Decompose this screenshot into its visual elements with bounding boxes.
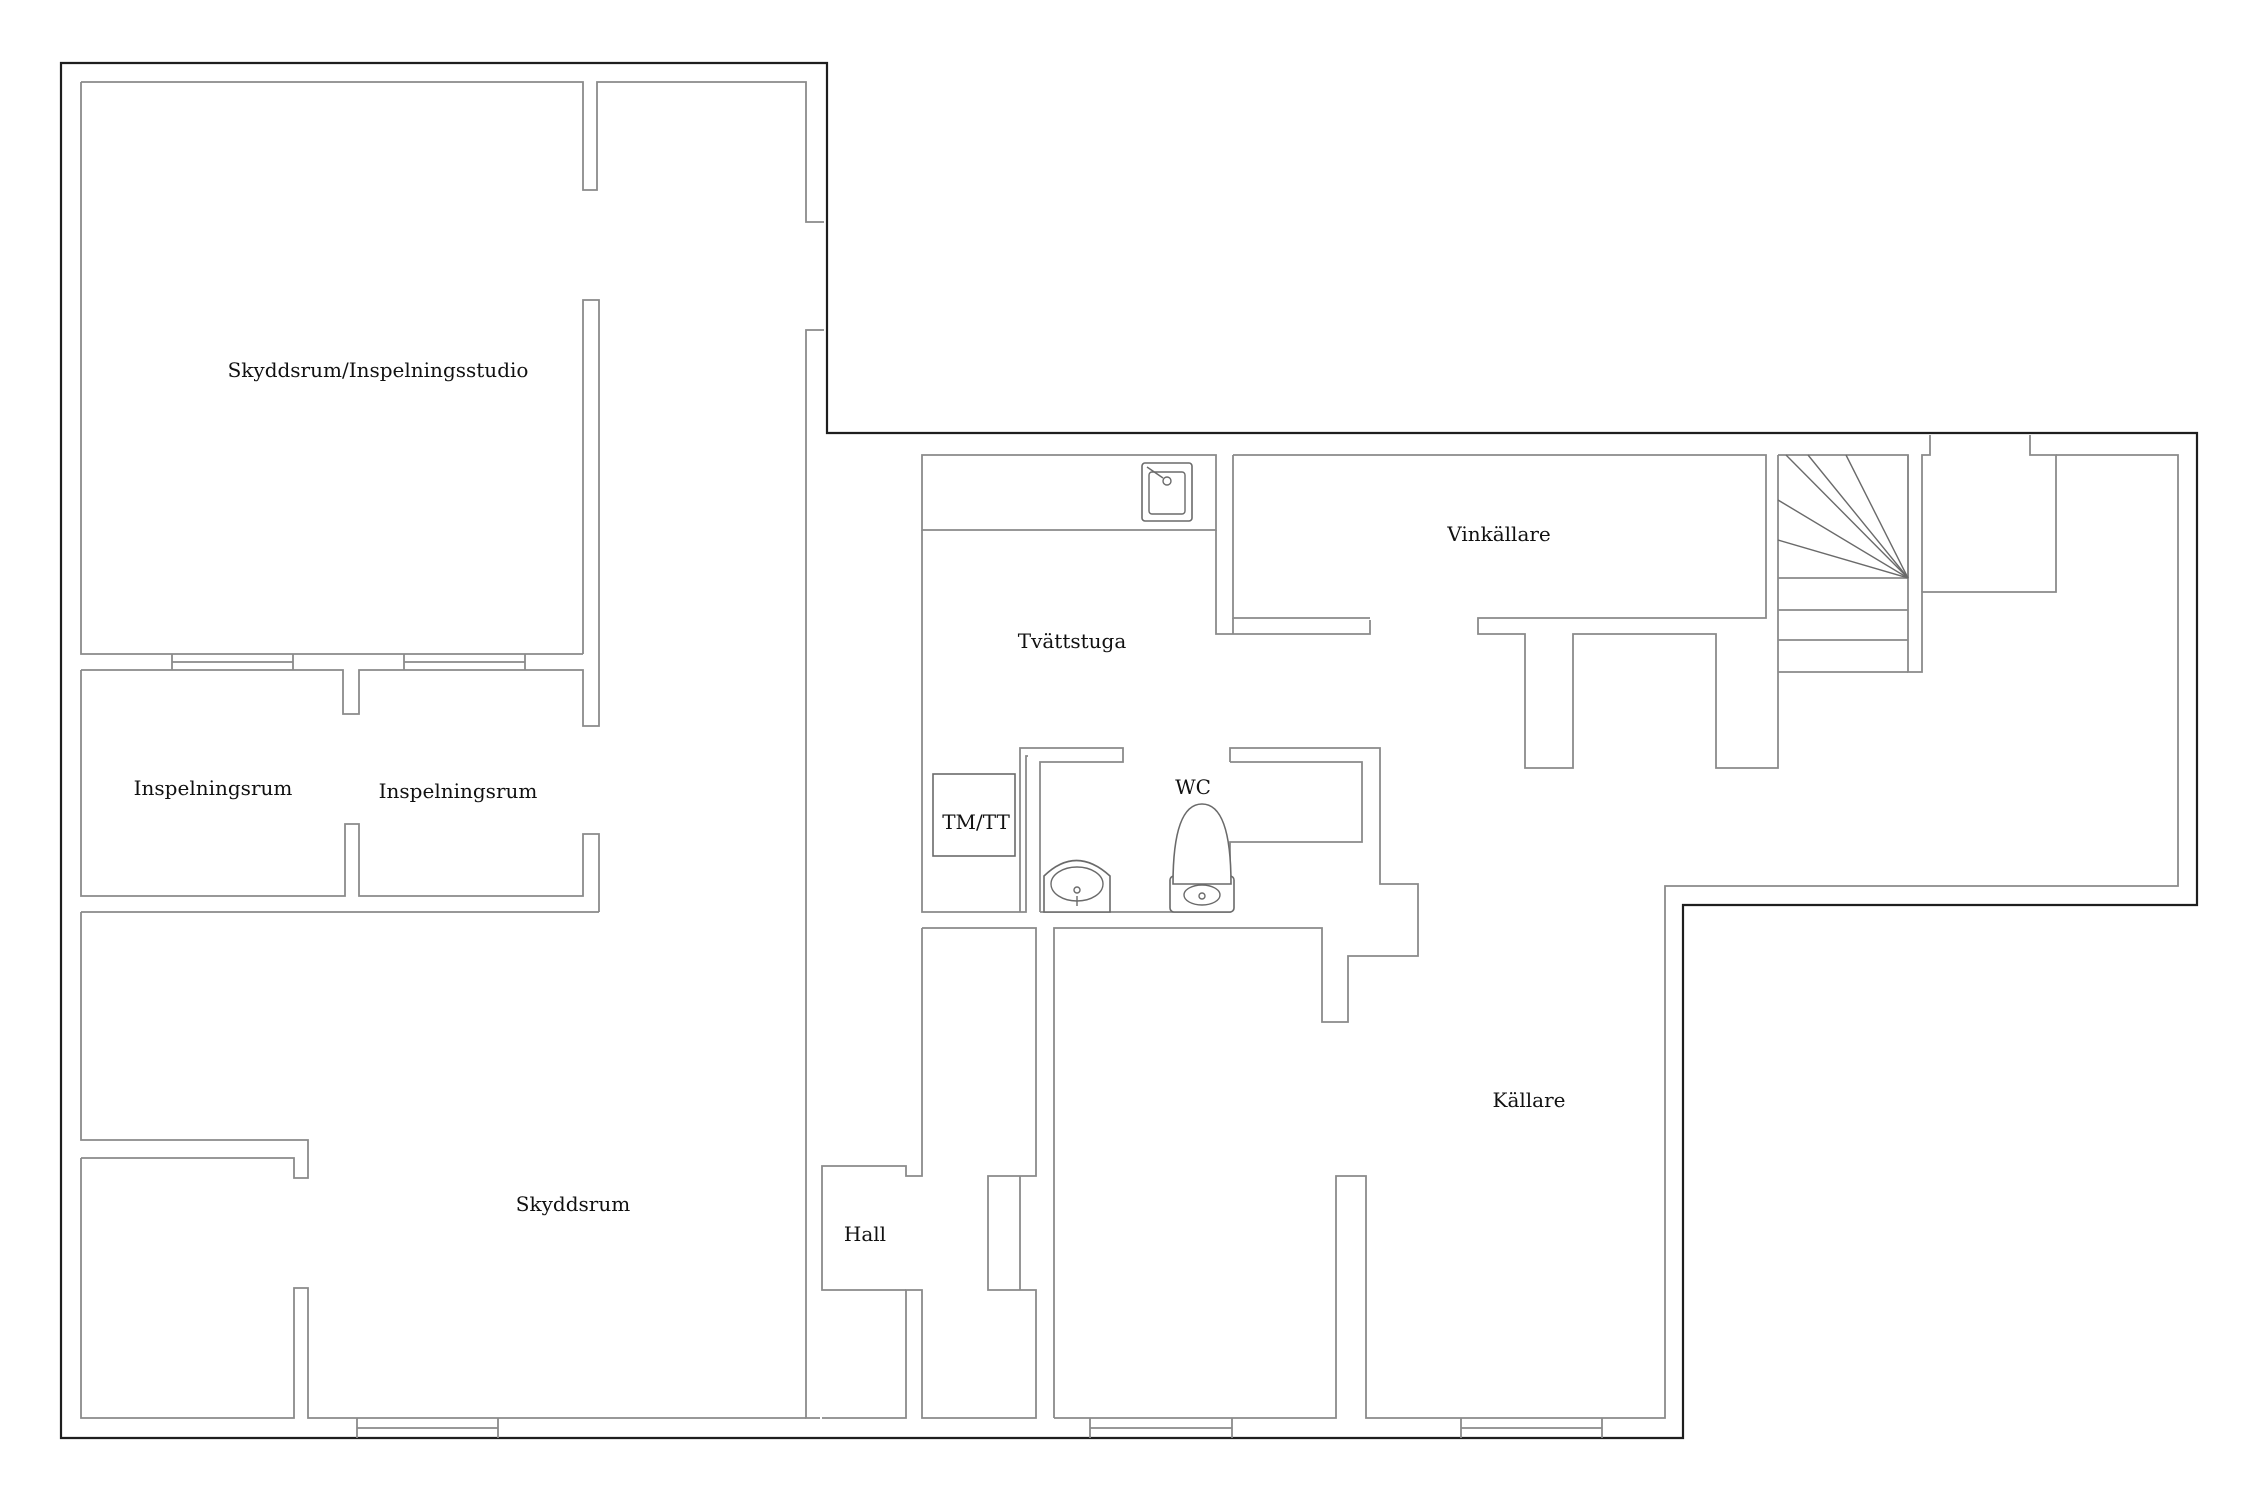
room-label-wc: WC [1175,775,1211,799]
room-label-laundry: Tvättstuga [1017,629,1127,653]
room-label-hall: Hall [843,1222,887,1246]
room-label-tmtt: TM/TT [942,810,1010,834]
room-label-recording-2: Inspelningsrum [378,779,538,803]
room-label-shelter: Skyddsrum [515,1192,631,1216]
right-wing-walls [821,435,2179,1438]
room-label-wine-cellar: Vinkällare [1447,522,1551,546]
sink-icon [1141,462,1193,522]
staircase-icon [1777,454,1909,579]
left-wing-walls [80,81,824,1438]
toilet-icon [1169,803,1235,913]
washer-dryer-box [932,773,1016,857]
washbasin-icon [1043,859,1111,913]
room-label-cellar: Källare [1492,1088,1566,1112]
room-label-studio: Skyddsrum/Inspelningsstudio [227,358,529,382]
room-label-recording-1: Inspelningsrum [133,776,293,800]
outer-wall [59,61,2199,1440]
